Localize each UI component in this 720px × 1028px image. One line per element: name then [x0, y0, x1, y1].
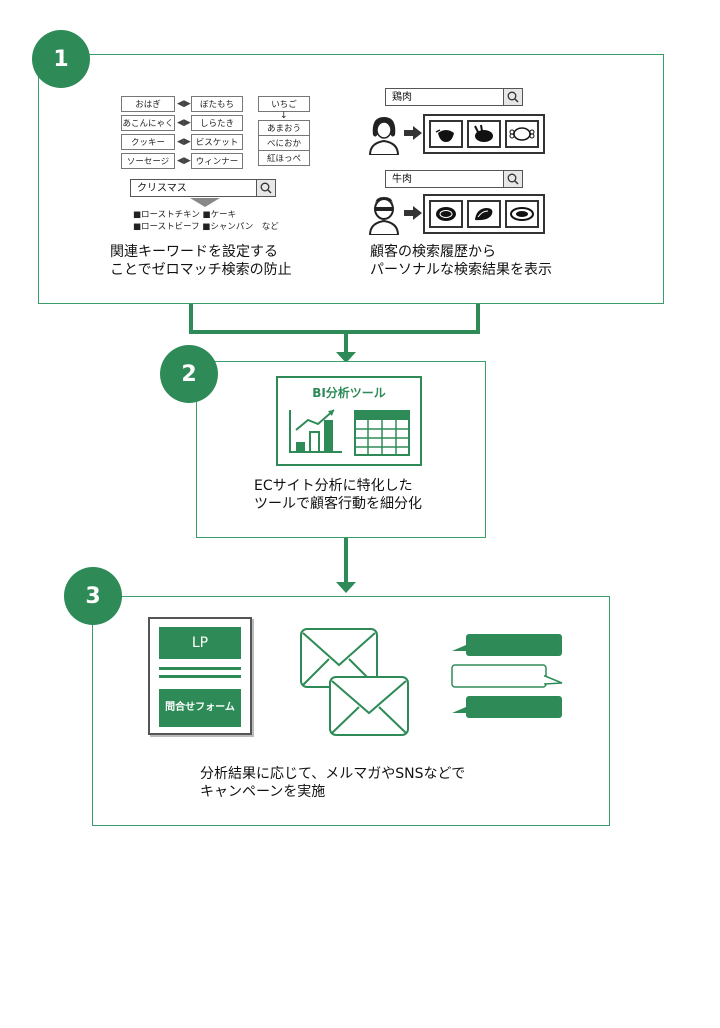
search-box-christmas: クリスマス	[130, 179, 276, 197]
suggestion-list: ■ローストチキン ■ケーキ	[133, 210, 237, 220]
bidirectional-arrow-icon: ◀▶	[177, 99, 191, 109]
arrow-head-icon	[336, 352, 356, 363]
mail-envelope-icon	[300, 628, 378, 688]
keyword-right: ビスケット	[191, 134, 243, 150]
table-grid-icon	[354, 410, 410, 456]
arrow-right-icon	[404, 126, 422, 140]
step1-caption-left: 関連キーワードを設定する	[110, 244, 278, 260]
keyword-right: ウィンナー	[191, 153, 243, 169]
step3-badge: 3	[64, 567, 122, 625]
bidirectional-arrow-icon: ◀▶	[177, 118, 191, 128]
results-frame	[423, 114, 545, 154]
search-icon	[503, 170, 523, 188]
step2-caption: ツールで顧客行動を細分化	[254, 496, 422, 512]
step1-caption-right: パーソナルな検索結果を表示	[370, 262, 552, 278]
keyword-strawberry: いちご	[258, 96, 310, 112]
dropdown-triangle-icon	[190, 198, 220, 207]
step1-caption-right: 顧客の検索履歴から	[370, 244, 496, 260]
man-user-icon	[368, 197, 400, 235]
roast-chicken-icon	[467, 120, 501, 148]
mail-envelope-icon	[329, 676, 409, 736]
step2-badge: 2	[160, 345, 218, 403]
lp-document: LP 問合せフォーム	[148, 617, 252, 735]
suggestion-list: ■ローストビーフ ■シャンパン など	[133, 222, 279, 232]
bi-tool-title: BI分析ツール	[312, 386, 386, 400]
connector-lower-down	[344, 537, 348, 585]
contact-form-label: 問合せフォーム	[159, 689, 241, 727]
lp-line	[159, 675, 241, 678]
step1-badge: 1	[32, 30, 90, 88]
search-query: クリスマス	[137, 183, 187, 194]
search-box-beef: 牛肉	[385, 170, 523, 188]
arrow-right-icon	[404, 206, 422, 220]
step1-caption-left: ことでゼロマッチ検索の防止	[110, 262, 292, 278]
steak-icon	[429, 200, 463, 228]
chat-bubble-icon	[451, 664, 563, 688]
lp-label: LP	[159, 627, 241, 659]
strawberry-variety: あまおう	[258, 120, 310, 136]
beef-cut-icon	[505, 200, 539, 228]
strawberry-variety: 紅ほっぺ	[258, 150, 310, 166]
bidirectional-arrow-icon: ◀▶	[177, 137, 191, 147]
connector-center-down	[344, 330, 348, 356]
keyword-left: クッキー	[121, 134, 175, 150]
search-box-chicken: 鶏肉	[385, 88, 523, 106]
lp-line	[159, 667, 241, 670]
woman-user-icon	[368, 117, 400, 155]
keyword-right: しらたき	[191, 115, 243, 131]
search-icon	[256, 179, 276, 197]
search-query: 牛肉	[392, 174, 412, 185]
connector-right-down	[476, 280, 480, 334]
search-icon	[503, 88, 523, 106]
strawberry-variety: べにおか	[258, 135, 310, 151]
bar-chart-icon	[289, 409, 342, 453]
keyword-right: ぼたもち	[191, 96, 243, 112]
chat-bubble-icon	[452, 634, 562, 656]
keyword-left: あこんにゃく	[121, 115, 175, 131]
connector-left-down	[189, 280, 193, 334]
keyword-left: おはぎ	[121, 96, 175, 112]
keyword-left: ソーセージ	[121, 153, 175, 169]
search-query: 鶏肉	[392, 92, 412, 103]
meat-bone-icon	[505, 120, 539, 148]
step2-caption: ECサイト分析に特化した	[254, 478, 413, 494]
arrow-head-icon	[336, 582, 356, 593]
connector-horizontal	[189, 330, 480, 334]
meat-slice-icon	[467, 200, 501, 228]
bidirectional-arrow-icon: ◀▶	[177, 156, 191, 166]
down-arrow-icon: ↓	[280, 111, 288, 121]
results-frame	[423, 194, 545, 234]
strawberry-food-icon	[429, 120, 463, 148]
step3-caption: 分析結果に応じて、メルマガやSNSなどで	[200, 766, 466, 782]
step3-caption: キャンペーンを実施	[200, 784, 326, 800]
bi-tool-card: BI分析ツール	[276, 376, 422, 466]
chat-bubble-icon	[452, 696, 562, 718]
